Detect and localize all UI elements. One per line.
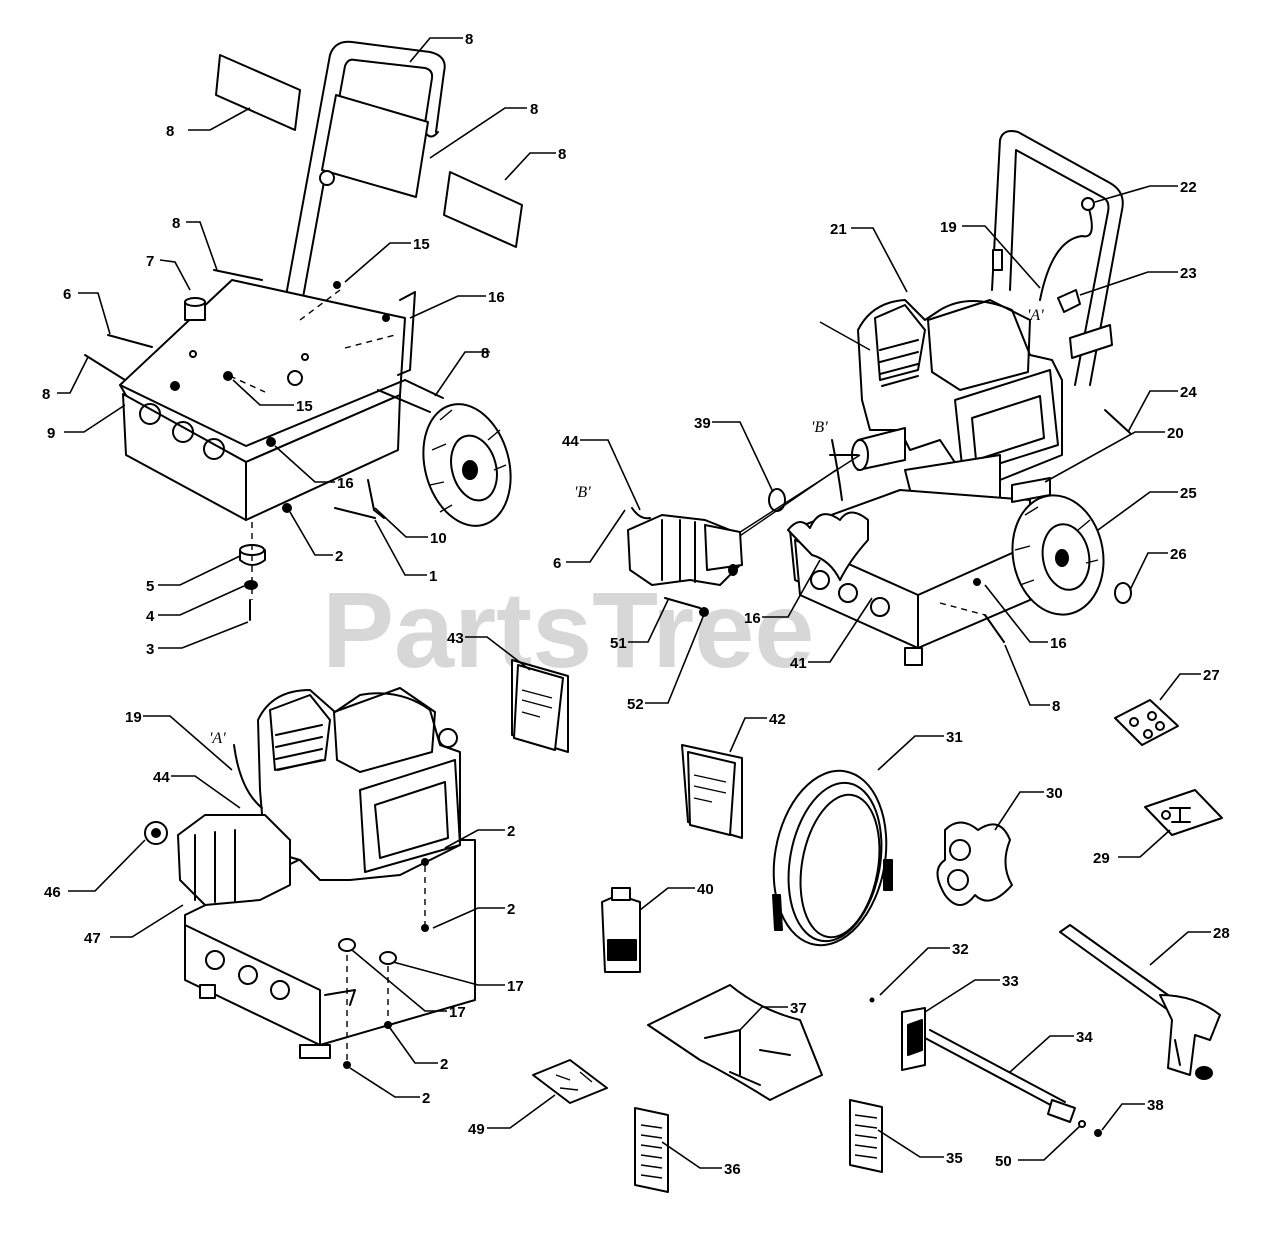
- callout-6-pump: 6: [553, 555, 561, 572]
- callout-30: 30: [1046, 785, 1063, 802]
- callout-38: 38: [1147, 1097, 1164, 1114]
- callout-17-right: 17: [507, 978, 524, 995]
- callout-19-bottom: 19: [125, 709, 142, 726]
- assembled-view: [144, 687, 476, 1069]
- marker-b-pump: 'B': [574, 484, 591, 501]
- callout-15-low: 16: [337, 475, 354, 492]
- callout-16-left: 16: [488, 289, 505, 306]
- callout-39: 39: [694, 415, 711, 432]
- callout-47: 47: [84, 930, 101, 947]
- frame-assembly-exploded: [84, 40, 523, 621]
- callout-7: 7: [146, 253, 154, 270]
- callout-52: 52: [627, 696, 644, 713]
- callout-37: 37: [790, 1000, 807, 1017]
- callout-31: 31: [946, 729, 963, 746]
- watermark: PartsTree: [322, 569, 814, 690]
- callout-21: 21: [830, 221, 847, 238]
- marker-a-top: 'A': [1027, 307, 1044, 324]
- callout-12: 8: [465, 31, 473, 48]
- callout-22: 22: [1180, 179, 1197, 196]
- callout-13: 8: [530, 101, 538, 118]
- marker-b-top: 'B': [811, 419, 828, 436]
- callout-41: 41: [790, 655, 807, 672]
- callout-15-right: 16: [1050, 635, 1067, 652]
- callout-34: 34: [1076, 1029, 1093, 1046]
- callout-6-left: 6: [63, 286, 71, 303]
- callout-2-upper: 2: [507, 823, 515, 840]
- callout-2-frame: 2: [335, 548, 343, 565]
- callout-9: 9: [47, 425, 55, 442]
- callout-46: 46: [44, 884, 61, 901]
- callout-40: 40: [697, 881, 714, 898]
- callout-2-lower: 2: [440, 1056, 448, 1073]
- callout-50: 50: [995, 1153, 1012, 1170]
- callout-2-bottom: 2: [422, 1090, 430, 1107]
- callout-32: 32: [952, 941, 969, 958]
- callout-42: 42: [769, 711, 786, 728]
- callout-8-left: 8: [42, 386, 50, 403]
- callout-43: 43: [447, 630, 464, 647]
- callout-leaders: [57, 37, 1211, 1169]
- callout-24: 24: [1180, 384, 1197, 401]
- callout-20: 20: [1167, 425, 1184, 442]
- callout-33: 33: [1002, 973, 1019, 990]
- callout-16-right: 16: [744, 610, 761, 627]
- callout-27: 27: [1203, 667, 1220, 684]
- callout-44-top: 44: [562, 433, 579, 450]
- callout-49: 49: [468, 1121, 485, 1138]
- callout-44-bottom: 44: [153, 769, 170, 786]
- callout-17-left: 17: [449, 1004, 466, 1021]
- callout-4: 4: [146, 608, 155, 625]
- callout-29: 29: [1093, 850, 1110, 867]
- callout-35: 35: [946, 1150, 963, 1167]
- marker-a-bottom: 'A': [209, 730, 226, 747]
- callout-23: 23: [1180, 265, 1197, 282]
- callout-3: 3: [146, 641, 154, 658]
- callout-1: 1: [429, 568, 437, 585]
- callout-5: 5: [146, 578, 154, 595]
- loose-parts: [511, 659, 1223, 1193]
- callout-15-mid: 15: [296, 398, 313, 415]
- callout-numbers: 8 8 8 8 8 15 7 16 6 8 8 15 9 16 10 2 1 5…: [42, 31, 1230, 1178]
- callout-26: 26: [1170, 546, 1187, 563]
- callout-8-lower: 8: [1052, 698, 1060, 715]
- callout-11: 8: [166, 123, 174, 140]
- callout-2-middle: 2: [507, 901, 515, 918]
- callout-28: 28: [1213, 925, 1230, 942]
- callout-10: 10: [430, 530, 447, 547]
- callout-25: 25: [1180, 485, 1197, 502]
- callout-51: 51: [610, 635, 627, 652]
- callout-8-right: 8: [481, 345, 489, 362]
- callout-19-top: 19: [940, 219, 957, 236]
- main-assembly-exploded: [627, 130, 1132, 666]
- callout-8-top: 8: [172, 215, 180, 232]
- callout-14: 8: [558, 146, 566, 163]
- callout-15-top: 15: [413, 236, 430, 253]
- callout-36: 36: [724, 1161, 741, 1178]
